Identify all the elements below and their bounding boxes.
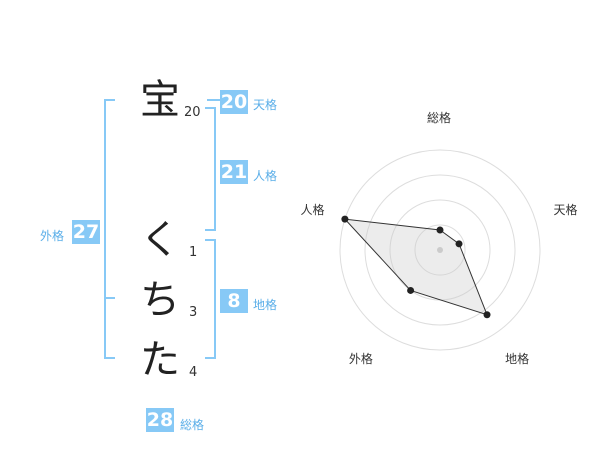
radar-ring — [339, 149, 541, 351]
radar-point-4 — [407, 286, 415, 294]
radar-center — [437, 247, 443, 253]
radar-point-3 — [483, 311, 491, 319]
soukaku-value-badge: 28 — [146, 408, 174, 432]
radar-point-1 — [436, 226, 444, 234]
radar-axis-label-2: 天格 — [553, 202, 578, 217]
name-char-4: た — [140, 337, 180, 383]
stroke-count-1: 20 — [184, 105, 201, 120]
gaikaku-value-badge: 27 — [72, 220, 100, 244]
radar-axis-label-1: 総格 — [427, 111, 452, 125]
tenkaku-label: 天格 — [253, 98, 278, 112]
radar-axis-label-5: 人格 — [300, 202, 325, 217]
stroke-count-4: 4 — [189, 365, 198, 380]
gaikaku-label: 外格 — [40, 229, 65, 243]
jinkaku-label: 人格 — [253, 169, 278, 183]
stroke-count-3: 3 — [189, 305, 198, 320]
radar-ring — [364, 174, 516, 326]
name-char-3: ち — [140, 277, 180, 323]
jinkaku-value-badge: 21 — [220, 160, 248, 184]
radar-axis-label-3: 地格 — [505, 351, 530, 366]
tenkaku-value-badge: 20 — [220, 90, 248, 114]
name-char-1: 宝 — [140, 77, 180, 123]
radar-point-5 — [341, 215, 349, 223]
radar-series-polygon — [343, 218, 488, 316]
chikaku-value-badge: 8 — [220, 289, 248, 313]
chikaku-label: 地格 — [253, 298, 278, 312]
radar-ring — [414, 224, 466, 276]
name-char-2: く — [140, 217, 180, 263]
radar-point-2 — [455, 240, 463, 248]
stroke-count-2: 1 — [189, 245, 198, 260]
soukaku-label: 総格 — [180, 418, 205, 432]
radar-axis-label-4: 外格 — [348, 351, 373, 366]
